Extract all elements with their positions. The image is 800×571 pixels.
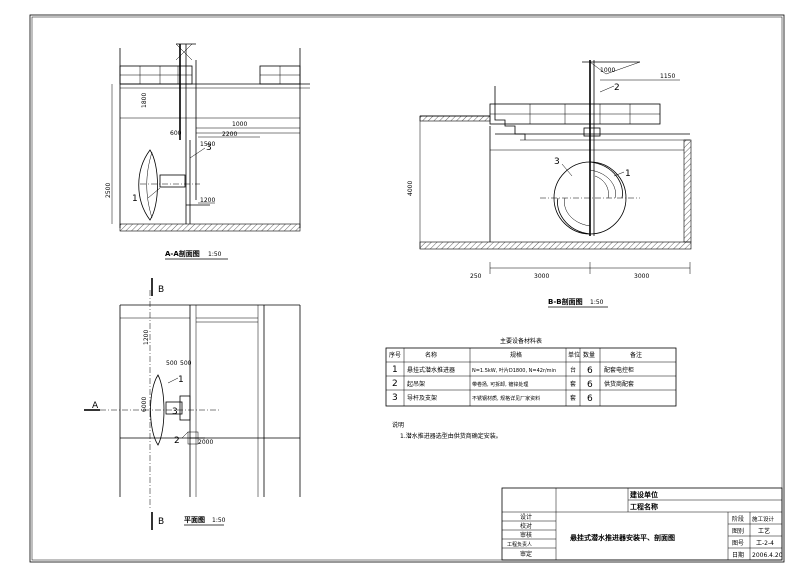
row-2-name: 起吊架 — [407, 380, 425, 388]
drawing-title: 悬挂式潜水推进器安装平、剖面图 — [569, 533, 675, 542]
dim-bb-6: 250 — [470, 273, 482, 280]
plan-title: 平面图 — [184, 515, 205, 524]
marker-b-top: B — [158, 285, 164, 295]
dim-aa-2: 600 — [170, 130, 182, 137]
row-2-note: 供货商配套 — [604, 380, 634, 388]
leader-plan-1: 1 — [178, 375, 184, 385]
col-header-note: 备注 — [630, 351, 642, 359]
section-aa-title: A-A剖面图 — [165, 249, 200, 258]
row-3-name: 导杆及支架 — [407, 394, 437, 402]
plan-scale: 1:50 — [212, 517, 226, 524]
col-header-unit: 单位 — [568, 351, 580, 359]
dim-bb-2: 1150 — [660, 73, 675, 80]
sheet-inner-border — [31, 16, 783, 561]
section-aa-view — [111, 43, 310, 232]
row-1-unit: 台 — [570, 366, 576, 374]
section-aa-scale: 1:50 — [208, 251, 222, 258]
field-date-label: 日期 — [732, 551, 744, 559]
notes-title: 说明 — [392, 421, 404, 429]
field-stage-value: 施工设计 — [752, 515, 775, 523]
dim-plan-4: 500 — [166, 360, 178, 367]
org-label: 建设单位 — [630, 490, 658, 499]
dim-bb-3: 4000 — [407, 181, 414, 196]
leader-bb-2: 2 — [614, 83, 620, 93]
dim-aa-6: 2500 — [105, 183, 112, 198]
role-review: 审核 — [520, 531, 532, 539]
row-2-qty: 6 — [587, 380, 593, 390]
field-stage-label: 阶段 — [732, 515, 744, 523]
marker-b-bottom: B — [158, 517, 164, 527]
dim-bb-5: 3000 — [634, 273, 649, 280]
dim-plan-3: 1200 — [143, 330, 150, 345]
row-3-spec: 不锈钢材质, 规格详见厂家资料 — [472, 395, 540, 402]
equipment-table — [385, 347, 677, 407]
leader-bb-3: 3 — [554, 157, 560, 167]
leader-plan-2: 2 — [174, 436, 180, 446]
section-bb-view — [419, 60, 692, 274]
field-type-value: 工艺 — [758, 527, 770, 535]
leader-bb-1: 1 — [625, 169, 631, 179]
field-number-label: 图号 — [732, 540, 744, 547]
dim-aa-4: 2200 — [222, 131, 237, 138]
section-bb-title: B-B剖面图 — [548, 297, 583, 306]
role-project-lead: 工程负责人 — [507, 541, 532, 548]
row-3-unit: 套 — [570, 394, 576, 402]
dim-aa-3: 1500 — [200, 141, 215, 148]
col-header-qty: 数量 — [583, 351, 595, 359]
field-type-label: 图别 — [732, 527, 744, 535]
field-number-value: 工-2-4 — [756, 540, 774, 547]
row-2-spec: 带卷扬, 可拆卸, 镀锌处理 — [472, 381, 528, 388]
dim-plan-2: 6000 — [141, 397, 148, 412]
dim-aa-7: 1200 — [200, 197, 215, 204]
marker-a: A — [92, 401, 99, 411]
row-1-spec: N=1.5kW, 叶片D1800, N=42r/min — [472, 367, 556, 374]
dim-bb-4: 3000 — [534, 273, 549, 280]
leader-aa-1: 1 — [132, 194, 138, 204]
dim-aa-5: 1000 — [232, 121, 247, 128]
col-header-name: 名称 — [425, 351, 437, 359]
field-date-value: 2006.4.20 — [752, 552, 783, 559]
row-2-unit: 套 — [570, 380, 576, 388]
dim-bb-1: 1000 — [600, 67, 615, 74]
role-design: 设计 — [520, 513, 532, 521]
role-check: 校对 — [520, 522, 532, 530]
plan-view — [100, 290, 301, 510]
sheet-border — [29, 14, 785, 563]
row-3-no: 3 — [392, 393, 398, 403]
dim-aa-1: 1800 — [141, 93, 148, 108]
role-approve: 审定 — [520, 550, 532, 558]
col-header-spec: 规格 — [510, 351, 522, 359]
row-1-name: 悬挂式潜水推进器 — [407, 366, 455, 374]
dim-plan-1: 500 — [180, 360, 192, 367]
row-1-note: 配套电控柜 — [604, 366, 634, 374]
leader-aa-3: 3 — [206, 143, 212, 153]
leader-plan-3: 3 — [172, 407, 178, 417]
dim-plan-5: 2000 — [198, 439, 213, 446]
notes-text: 1.潜水推进器选型由供货商确定安装。 — [400, 432, 502, 440]
row-2-no: 2 — [392, 379, 398, 389]
row-1-qty: 6 — [587, 366, 593, 376]
row-3-qty: 6 — [587, 394, 593, 404]
col-header-no: 序号 — [389, 351, 401, 359]
title-block — [501, 487, 783, 561]
equipment-table-title: 主要设备材料表 — [500, 337, 542, 345]
project-label: 工程名称 — [630, 502, 658, 511]
section-bb-scale: 1:50 — [590, 299, 604, 306]
row-1-no: 1 — [392, 365, 398, 375]
